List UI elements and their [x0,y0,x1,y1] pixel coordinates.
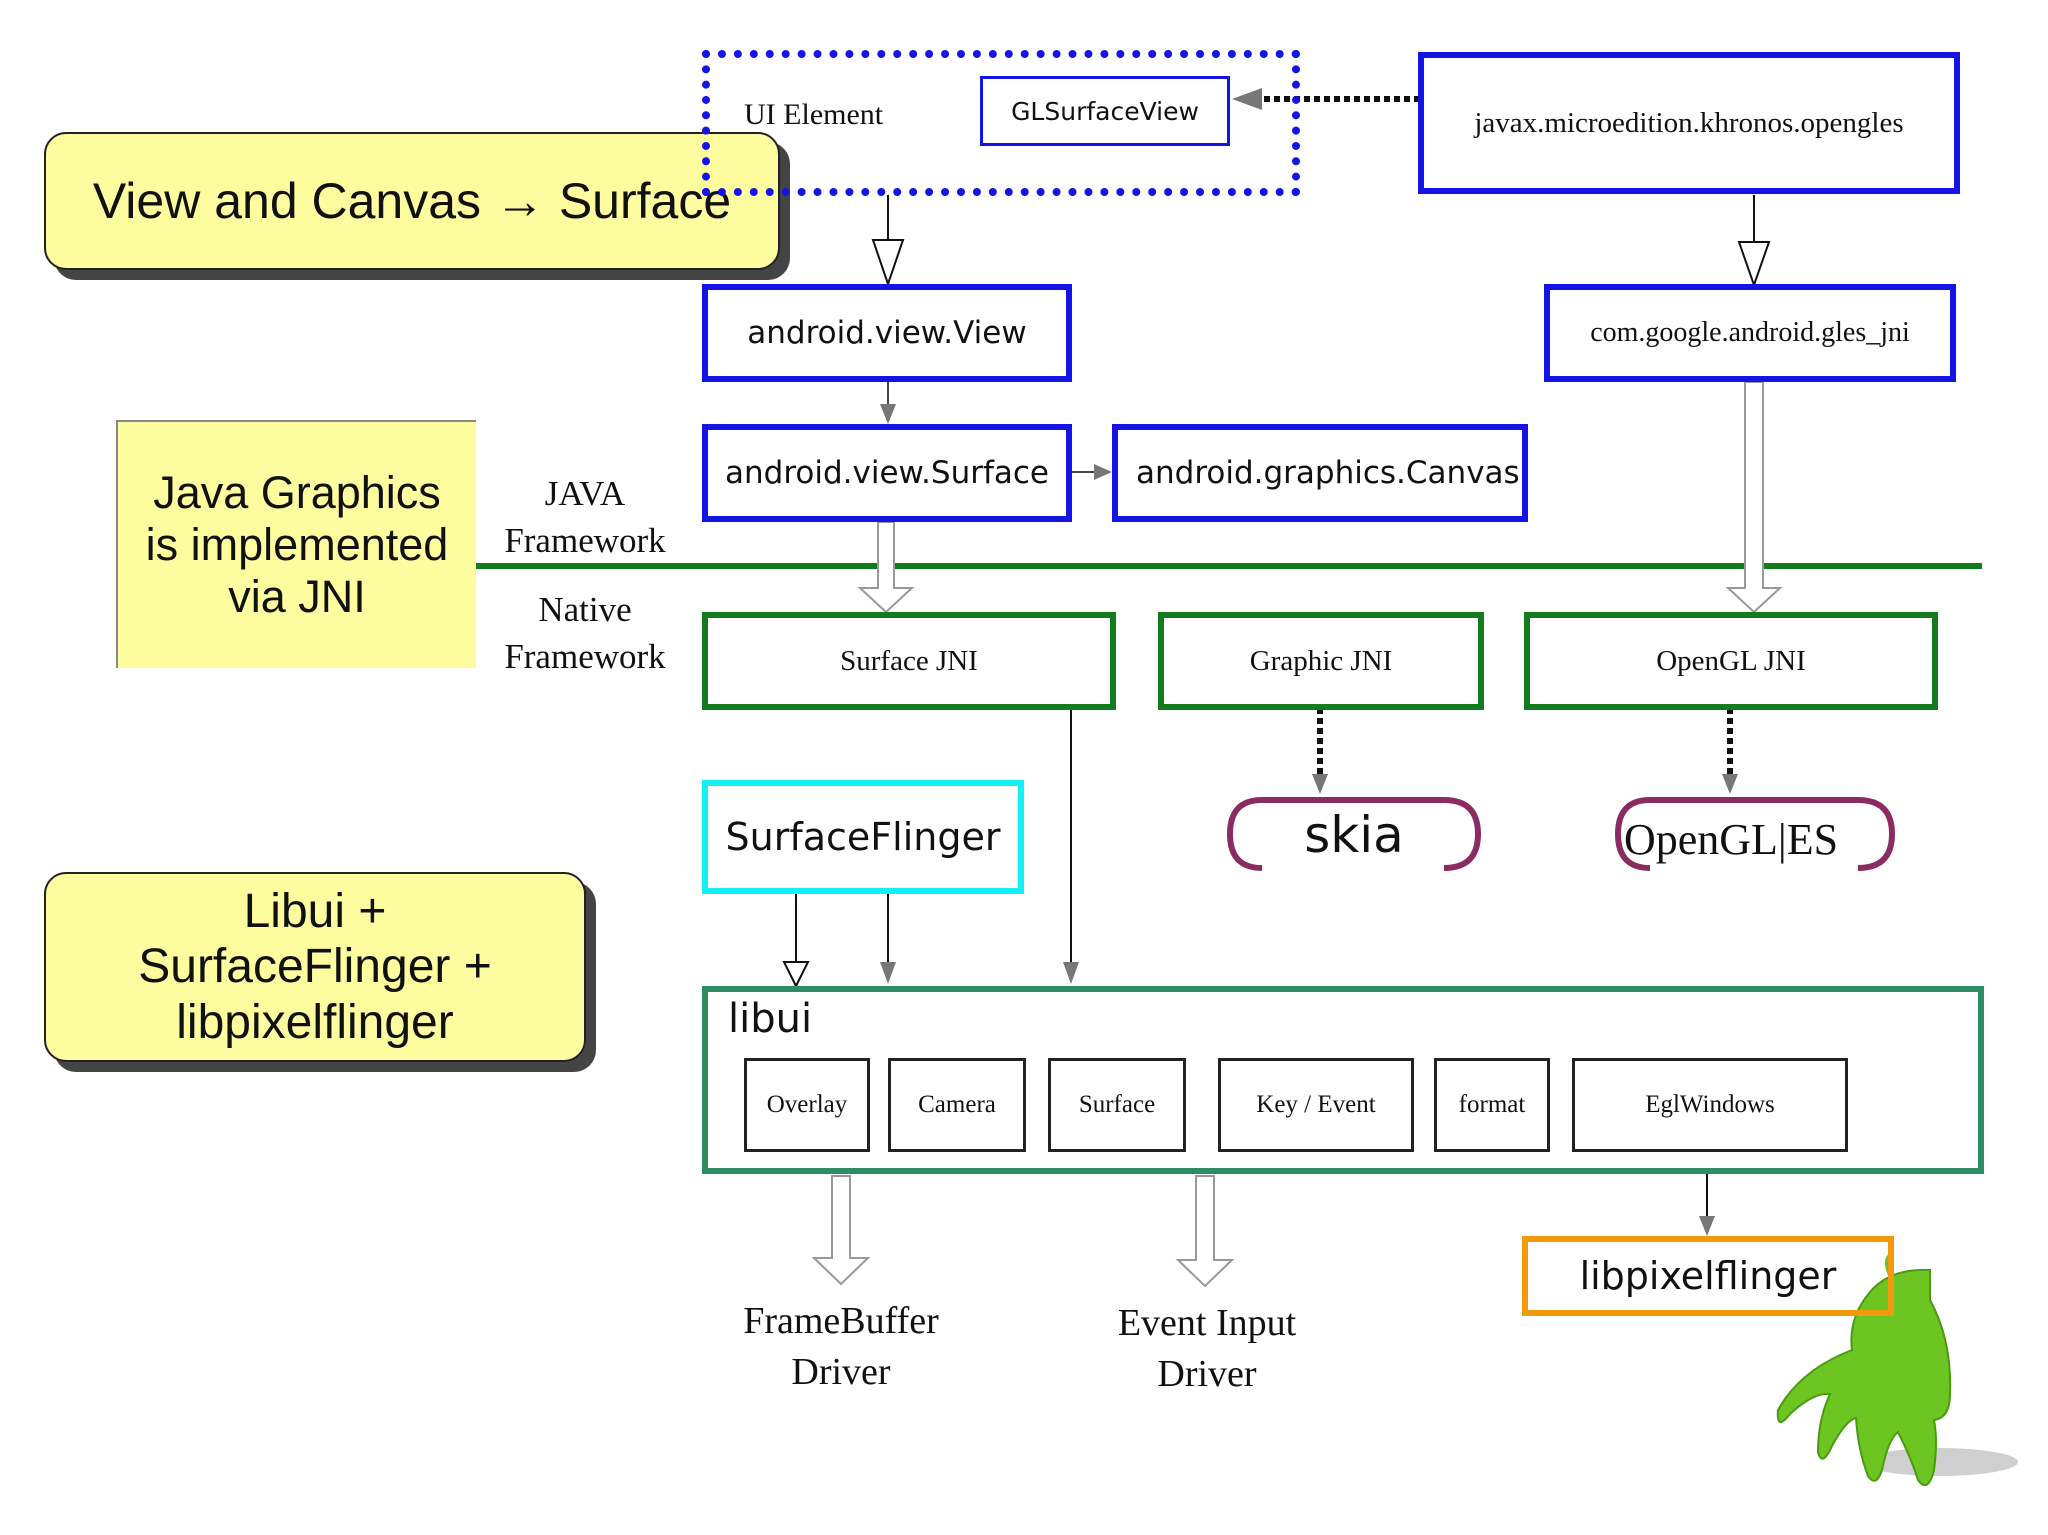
libui-module-surface: Surface [1048,1058,1186,1152]
view-canvas-note-text: View and Canvas → Surface [92,173,732,229]
gles-jni-box: com.google.android.gles_jni [1544,284,1956,382]
event-input-line-2: Driver [1157,1353,1257,1396]
libui-to-eventinput-hollow-arrow [1175,1175,1235,1288]
glesjni-to-opengljni-hollow-arrow [1725,381,1783,614]
java-graphics-note: Java Graphics is implemented via JNI [116,420,476,668]
javax-opengles-box: javax.microedition.khronos.opengles [1418,52,1960,194]
surfaceflinger-libui-arrowhead [880,962,896,984]
libui-module-eglwindows: EglWindows [1572,1058,1848,1152]
libui-title: libui [728,996,813,1042]
java-graphics-line-3: via JNI [228,570,366,622]
libui-module-overlay: Overlay [744,1058,870,1152]
java-label-line-2: Framework [504,521,666,561]
libui-module-format: format [1434,1058,1550,1152]
java-graphics-line-2: is implemented [145,519,449,571]
surface-to-surfacejni-hollow-arrow [857,521,915,614]
android-surface-box: android.view.Surface [702,424,1072,522]
overlay-label: Overlay [766,1091,848,1118]
glsurfaceview-arrowhead [1232,88,1262,110]
key-event-label: Key / Event [1256,1091,1376,1118]
libui-module-key-event: Key / Event [1218,1058,1414,1152]
libui-note-line-2: SurfaceFlinger + [138,940,492,994]
ui-element-label: UI Element [744,98,884,131]
native-label-line-2: Framework [504,637,666,677]
surface-jni-box: Surface JNI [702,612,1116,710]
framebuffer-driver-label: FrameBuffer Driver [700,1296,982,1399]
format-label: format [1458,1091,1526,1118]
view-canvas-note: View and Canvas → Surface [44,132,780,270]
glsurfaceview-label: GLSurfaceView [1011,96,1199,126]
opengles-arrowhead [1722,774,1738,794]
surfacejni-libui-arrowhead [1063,962,1079,984]
surfaceflinger-label: SurfaceFlinger [725,815,1001,859]
canvas-arrowhead [1094,464,1112,480]
glsurfaceview-box: GLSurfaceView [980,76,1230,146]
android-view-box: android.view.View [702,284,1072,382]
opengl-es-label: OpenGL|ES [1623,815,1839,864]
libui-module-camera: Camera [888,1058,1026,1152]
opengl-jni-box: OpenGL JNI [1524,612,1938,710]
libui-to-framebuffer-hollow-arrow [811,1175,871,1286]
android-view-label: android.view.View [747,315,1027,351]
native-label-line-1: Native [538,590,632,629]
eglwindows-label: EglWindows [1645,1091,1775,1118]
libpixelflinger-label: libpixelflinger [1579,1254,1837,1298]
opengl-jni-label: OpenGL JNI [1656,644,1806,677]
surfaceflinger-box: SurfaceFlinger [702,780,1024,894]
surface-jni-label: Surface JNI [840,644,978,677]
libui-note-line-1: Libui + [243,885,387,939]
skia-label: skia [1304,806,1404,864]
java-framework-label: JAVA Framework [480,470,690,565]
libui-note-line-3: libpixelflinger [176,995,454,1049]
event-input-driver-label: Event Input Driver [1066,1298,1348,1401]
skia-arrowhead [1312,774,1328,794]
view-inherit-arrowhead [871,239,905,288]
framebuffer-line-2: Driver [791,1351,891,1394]
graphic-jni-box: Graphic JNI [1158,612,1484,710]
native-framework-label: Native Framework [480,586,690,681]
surface-module-label: Surface [1078,1091,1156,1118]
opengles-bracket [1614,797,1896,871]
skia-bracket [1226,797,1482,871]
camera-label: Camera [918,1091,996,1118]
java-label-line-1: JAVA [544,474,626,513]
java-graphics-line-1: Java Graphics [153,467,441,519]
android-surface-label: android.view.Surface [725,455,1049,491]
gles-jni-label: com.google.android.gles_jni [1590,317,1910,348]
framebuffer-line-1: FrameBuffer [743,1300,939,1342]
graphic-jni-label: Graphic JNI [1249,644,1393,677]
libpixelflinger-arrowhead [1699,1216,1715,1236]
libui-note: Libui + SurfaceFlinger + libpixelflinger [44,872,586,1062]
view-surface-arrowhead [880,404,896,424]
event-input-line-1: Event Input [1117,1302,1297,1344]
android-canvas-label: android.graphics.Canvas [1136,455,1520,491]
javax-opengles-label: javax.microedition.khronos.opengles [1474,106,1904,139]
glesjni-inherit-arrowhead [1737,241,1771,289]
libpixelflinger-box: libpixelflinger [1522,1236,1894,1316]
ui-element-box: UI Element [702,50,1300,196]
libui-box: libui Overlay Camera Surface Key / Event… [702,986,1984,1174]
android-canvas-box: android.graphics.Canvas [1112,424,1528,522]
surfaceflinger-libui-open-arrowhead [782,961,810,989]
